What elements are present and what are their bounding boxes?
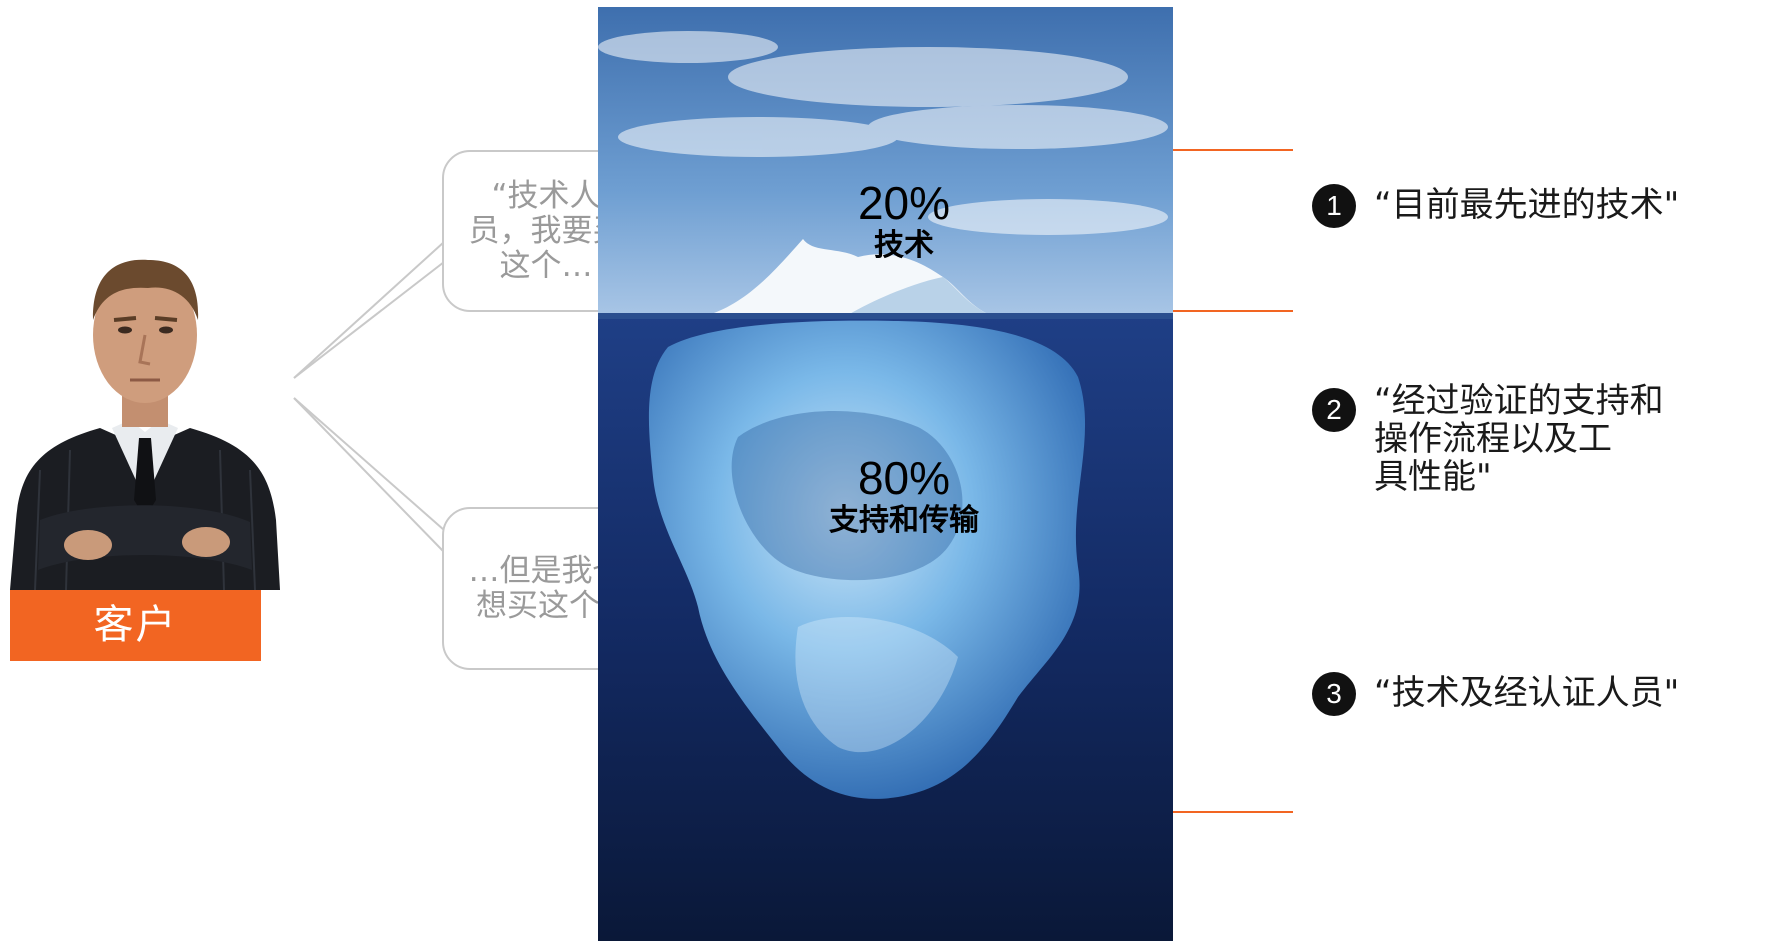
iceberg-illustration bbox=[598, 7, 1173, 941]
point-text: “技术及经认证人员" bbox=[1374, 673, 1680, 713]
point-number-badge: 3 bbox=[1312, 672, 1356, 716]
bubble-2-pointer-lower bbox=[293, 397, 445, 553]
speech-bubble-text: …但是我也想买这个” bbox=[468, 552, 624, 624]
bubble-1-pointer-upper bbox=[293, 241, 445, 379]
tip-percentage-block: 20% 技术 bbox=[804, 178, 1004, 264]
point-text: “经过验证的支持和 操作流程以及工 具性能" bbox=[1374, 381, 1664, 497]
point-1: 1 “目前最先进的技术" bbox=[1312, 184, 1782, 234]
tip-percentage: 20% bbox=[857, 177, 951, 229]
point-2: 2 “经过验证的支持和 操作流程以及工 具性能" bbox=[1312, 380, 1782, 520]
bubble-2-pointer-upper bbox=[293, 397, 445, 531]
speech-bubble-text: “技术人员，我要买这个… bbox=[468, 177, 624, 284]
point-text: “目前最先进的技术" bbox=[1374, 185, 1680, 225]
submerged-percentage-block: 80% 支持和传输 bbox=[804, 453, 1004, 539]
customer-label: 客户 bbox=[10, 590, 261, 661]
customer-figure bbox=[0, 170, 290, 665]
point-3: 3 “技术及经认证人员" bbox=[1312, 672, 1782, 722]
submerged-label: 支持和传输 bbox=[829, 503, 979, 538]
point-number-badge: 1 bbox=[1312, 184, 1356, 228]
bubble-1-pointer-lower bbox=[293, 261, 445, 379]
point-number-badge: 2 bbox=[1312, 388, 1356, 432]
tip-label: 技术 bbox=[874, 228, 934, 263]
speech-bubble-technical: “技术人员，我要买这个… bbox=[442, 150, 650, 312]
submerged-percentage: 80% bbox=[857, 452, 951, 504]
